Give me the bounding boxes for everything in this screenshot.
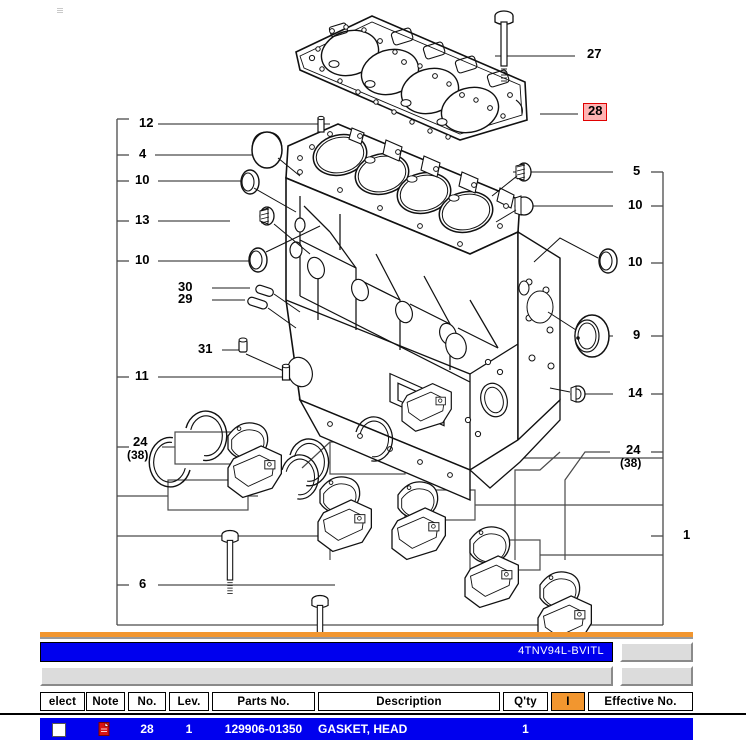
callout-10-c[interactable]: 10 (628, 197, 643, 212)
header-qty[interactable]: Q'ty (503, 692, 548, 711)
callout-11[interactable]: 11 (135, 368, 149, 383)
cell-parts-no: 129906-01350 (224, 722, 303, 736)
header-description[interactable]: Description (318, 692, 500, 711)
callout-1[interactable]: 1 (683, 527, 691, 542)
cell-qty: 1 (522, 722, 529, 736)
secondary-field-row (40, 666, 693, 688)
head-gasket-part (295, 15, 528, 141)
header-select-gap (40, 715, 85, 717)
callout-31[interactable]: 31 (198, 341, 213, 356)
callout-10-d[interactable]: 10 (628, 254, 643, 269)
callout-13[interactable]: 13 (135, 212, 150, 227)
scroll-artifact (57, 7, 63, 13)
callout-29[interactable]: 29 (178, 291, 193, 306)
callout-24-left[interactable]: 24 (133, 434, 148, 449)
model-name-text: 4TNV94L-BVITL (518, 645, 604, 657)
model-field-row: 4TNV94L-BVITL (40, 642, 693, 664)
model-aux-field[interactable] (620, 642, 693, 662)
remarks-aux-field[interactable] (620, 666, 693, 686)
small-parts-right (491, 162, 618, 403)
callout-5[interactable]: 5 (633, 163, 641, 178)
callout-14[interactable]: 14 (628, 385, 643, 400)
note-icon[interactable] (98, 722, 110, 736)
cell-i (551, 718, 585, 740)
header-select[interactable]: elect (40, 692, 85, 711)
small-parts-left (238, 115, 325, 381)
header-i[interactable]: I (551, 692, 585, 711)
parts-table: elect Note No. Lev. Parts No. Descriptio… (0, 690, 746, 746)
leader-lines-left (155, 123, 335, 586)
toolbar-shadow-divider (40, 637, 693, 639)
header-note[interactable]: Note (86, 692, 125, 711)
header-lev[interactable]: Lev. (169, 692, 209, 711)
callout-6[interactable]: 6 (139, 576, 147, 591)
header-effective-no[interactable]: Effective No. (588, 692, 693, 711)
cell-no: 28 (140, 722, 154, 736)
exploded-engine-drawing (116, 10, 664, 632)
parts-diagram-canvas[interactable]: 12 4 10 13 10 30 29 31 11 24 (38) 6 27 2… (0, 0, 746, 632)
header-bottom-rule (0, 713, 746, 715)
right-callout-bracket (651, 171, 664, 625)
callout-10-b[interactable]: 10 (135, 252, 150, 267)
callout-10-a[interactable]: 10 (135, 172, 150, 187)
parts-table-header-row: elect Note No. Lev. Parts No. Descriptio… (0, 692, 746, 711)
callout-27[interactable]: 27 (587, 46, 602, 61)
callout-9[interactable]: 9 (633, 327, 641, 342)
header-parts-no[interactable]: Parts No. (212, 692, 315, 711)
model-name-field[interactable]: 4TNV94L-BVITL (40, 642, 613, 662)
row-select-checkbox[interactable] (52, 723, 66, 737)
cell-description: GASKET, HEAD (318, 722, 408, 736)
cell-lev: 1 (185, 722, 193, 736)
header-no[interactable]: No. (128, 692, 166, 711)
callout-30[interactable]: 30 (178, 279, 193, 294)
callout-24-right[interactable]: 24 (626, 442, 641, 457)
cylinder-block-body (285, 123, 561, 502)
callout-24-left-sub: (38) (127, 448, 149, 462)
cell-effective-no (588, 718, 693, 740)
callout-24-right-sub: (38) (620, 456, 642, 470)
left-callout-bracket (116, 118, 129, 625)
callout-4[interactable]: 4 (139, 146, 147, 161)
callout-12[interactable]: 12 (139, 115, 154, 130)
remarks-field[interactable] (40, 666, 613, 686)
toolbar-accent-divider (40, 632, 693, 637)
callout-28-highlighted[interactable]: 28 (583, 103, 608, 121)
table-row[interactable]: 28 1 129906-01350 GASKET, HEAD 1 (40, 718, 693, 740)
